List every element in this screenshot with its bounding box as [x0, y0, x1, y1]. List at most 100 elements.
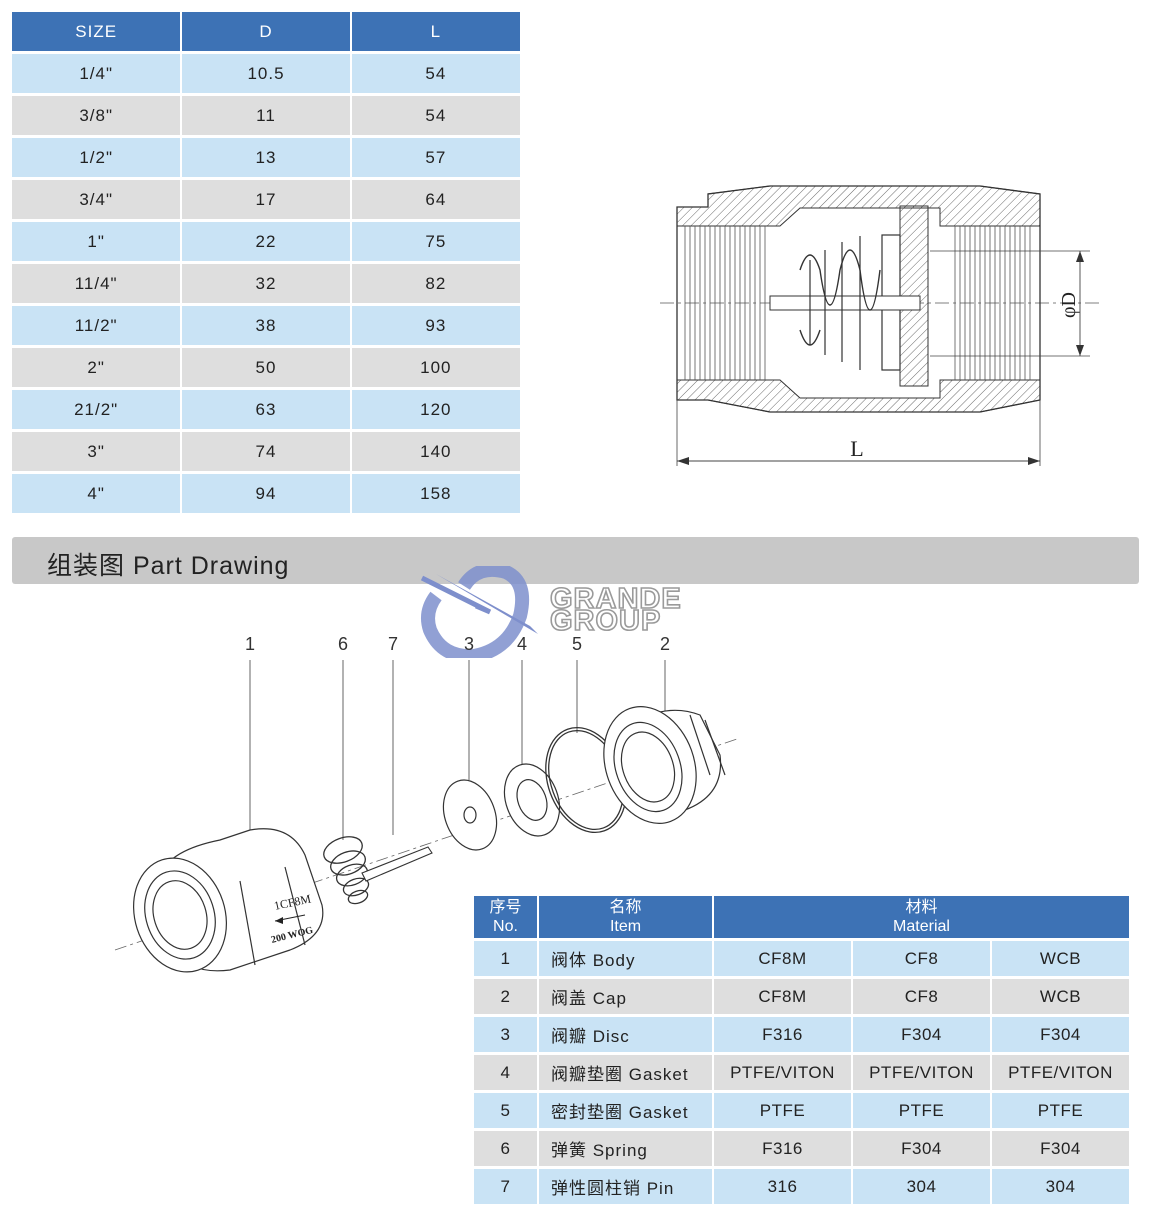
material-cell-item: 弹簧 Spring: [538, 1128, 714, 1168]
size-cell-l: 100: [350, 345, 520, 389]
logo-line-1: GRANDE: [550, 583, 682, 615]
valve-cross-section-drawing: φD L: [660, 185, 1100, 466]
material-cell-m1: F316: [713, 1014, 853, 1054]
size-cell-size: 3/4": [12, 177, 183, 221]
size-cell-size: 3": [12, 429, 183, 473]
size-cell-size: 1": [12, 219, 183, 263]
material-cell-item: 阀盖 Cap: [538, 976, 714, 1016]
material-cell-m1: PTFE/VITON: [713, 1052, 853, 1092]
material-cell-m2: PTFE/VITON: [852, 1052, 992, 1092]
material-cell-m3: PTFE: [991, 1090, 1130, 1130]
size-cell-d: 94: [181, 471, 352, 513]
logo-line-2: GROUP: [550, 605, 661, 637]
material-cell-m1: F316: [713, 1128, 853, 1168]
size-cell-l: 93: [350, 303, 520, 347]
size-cell-l: 54: [350, 51, 520, 95]
material-cell-no: 1: [474, 938, 539, 978]
header-material-cn: 材料: [905, 899, 938, 916]
exploded-part-drawing: 1 6 7 3 4 5 2 1CF8M 200 WOG: [114, 634, 741, 973]
material-cell-no: 3: [474, 1014, 539, 1054]
material-cell-m3: WCB: [991, 976, 1130, 1016]
dim-d-label: φD: [1058, 292, 1080, 318]
callout-7: 7: [388, 634, 398, 654]
material-cell-item: 弹性圆柱销 Pin: [538, 1166, 714, 1204]
material-cell-no: 2: [474, 976, 539, 1016]
material-cell-m3: PTFE/VITON: [991, 1052, 1130, 1092]
size-cell-size: 11/4": [12, 261, 183, 305]
material-cell-no: 4: [474, 1052, 539, 1092]
size-cell-d: 11: [181, 93, 352, 137]
size-cell-size: 2": [12, 345, 183, 389]
material-cell-m2: CF8: [852, 938, 992, 978]
size-cell-size: 11/2": [12, 303, 183, 347]
size-cell-l: 120: [350, 387, 520, 431]
material-cell-m3: F304: [991, 1128, 1130, 1168]
callout-2: 2: [660, 634, 670, 654]
header-no: 序号 No.: [474, 896, 539, 940]
size-cell-l: 158: [350, 471, 520, 513]
part-body: [133, 828, 324, 973]
header-material-en: Material: [893, 918, 950, 935]
part-spring: [323, 836, 370, 905]
size-cell-d: 50: [181, 345, 352, 389]
header-item-cn: 名称: [609, 899, 642, 916]
material-cell-m1: 316: [713, 1166, 853, 1204]
size-cell-l: 140: [350, 429, 520, 473]
header-d: D: [181, 12, 352, 53]
material-cell-m1: PTFE: [713, 1090, 853, 1130]
callout-3: 3: [464, 634, 474, 654]
header-item: 名称 Item: [538, 896, 714, 940]
size-cell-size: 4": [12, 471, 183, 513]
header-no-cn: 序号: [489, 899, 522, 916]
callout-5: 5: [572, 634, 582, 654]
size-cell-l: 57: [350, 135, 520, 179]
size-cell-l: 64: [350, 177, 520, 221]
header-no-en: No.: [493, 918, 518, 935]
size-cell-d: 22: [181, 219, 352, 263]
material-cell-m3: WCB: [991, 938, 1130, 978]
material-cell-no: 7: [474, 1166, 539, 1204]
size-cell-size: 1/4": [12, 51, 183, 95]
grande-group-logo: GRANDE GROUP: [420, 566, 682, 658]
size-cell-d: 63: [181, 387, 352, 431]
size-cell-size: 1/2": [12, 135, 183, 179]
material-cell-m2: 304: [852, 1166, 992, 1204]
size-cell-d: 74: [181, 429, 352, 473]
size-cell-l: 82: [350, 261, 520, 305]
material-cell-m1: CF8M: [713, 976, 853, 1016]
material-cell-m1: CF8M: [713, 938, 853, 978]
size-cell-d: 38: [181, 303, 352, 347]
part-disc-gasket: [503, 763, 561, 837]
size-cell-d: 13: [181, 135, 352, 179]
material-cell-m3: 304: [991, 1166, 1130, 1204]
material-cell-m2: F304: [852, 1128, 992, 1168]
header-l: L: [350, 12, 520, 53]
callout-6: 6: [338, 634, 348, 654]
material-cell-item: 阀体 Body: [538, 938, 714, 978]
size-cell-size: 21/2": [12, 387, 183, 431]
size-cell-d: 32: [181, 261, 352, 305]
material-cell-item: 阀瓣 Disc: [538, 1014, 714, 1054]
material-cell-item: 阀瓣垫圈 Gasket: [538, 1052, 714, 1092]
part-drawing-section-bar: 组装图 Part Drawing: [12, 537, 1139, 584]
dim-l-label: L: [850, 436, 863, 461]
size-cell-l: 54: [350, 93, 520, 137]
section-title: 组装图 Part Drawing: [47, 552, 290, 580]
size-cell-size: 3/8": [12, 93, 183, 137]
size-cell-d: 17: [181, 177, 352, 221]
material-cell-no: 6: [474, 1128, 539, 1168]
